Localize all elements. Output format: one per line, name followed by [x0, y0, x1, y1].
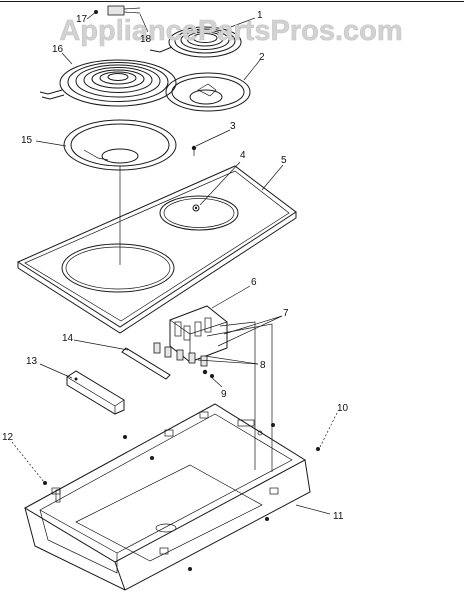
- callout-11: 11: [333, 511, 344, 522]
- callout-4: 4: [240, 150, 246, 161]
- part-12-screws: [43, 435, 154, 485]
- callout-8: 8: [260, 360, 266, 371]
- part-1-small-surface-element: [149, 26, 242, 58]
- part-14-bracket-strip: [121, 347, 171, 380]
- callout-17: 17: [76, 14, 88, 25]
- callout-1: 1: [257, 10, 263, 21]
- watermark-text: AppliancePartsPros.com: [59, 15, 402, 47]
- part-9-screw: [202, 369, 214, 378]
- callout-7: 7: [283, 308, 289, 319]
- callout-15: 15: [21, 135, 33, 146]
- part-17-terminal-block: [94, 5, 141, 16]
- callout-18: 18: [140, 34, 152, 45]
- part-11-chassis-box: [23, 403, 311, 591]
- part-4-bracket: [192, 204, 200, 212]
- part-15-large-drip-bowl: [63, 119, 177, 171]
- callout-10: 10: [337, 403, 349, 414]
- callout-6: 6: [251, 277, 257, 288]
- wire-route-a: [219, 321, 256, 470]
- callout-14: 14: [62, 333, 74, 344]
- callout-2: 2: [259, 52, 265, 63]
- part-7-switches: [153, 342, 208, 367]
- callout-16: 16: [52, 44, 64, 55]
- callout-9: 9: [221, 389, 227, 400]
- leader-lines: [11, 11, 338, 515]
- part-2-small-drip-bowl: [165, 72, 251, 112]
- callout-5: 5: [281, 155, 287, 166]
- part-16-large-surface-element: [39, 59, 177, 107]
- callout-labels: 17 1 18 16 2 3 15 4 5 6 7 14 8 13 9 10 1…: [2, 10, 349, 522]
- callout-3: 3: [230, 121, 236, 132]
- part-3-screw: [191, 145, 197, 156]
- wire-route-b: [206, 323, 273, 472]
- callout-12: 12: [2, 432, 14, 443]
- callout-13: 13: [26, 356, 38, 367]
- part-10-screws: [188, 423, 320, 571]
- part-13-mounting-bracket: [66, 370, 125, 415]
- part-5-cooktop-panel: [16, 165, 297, 334]
